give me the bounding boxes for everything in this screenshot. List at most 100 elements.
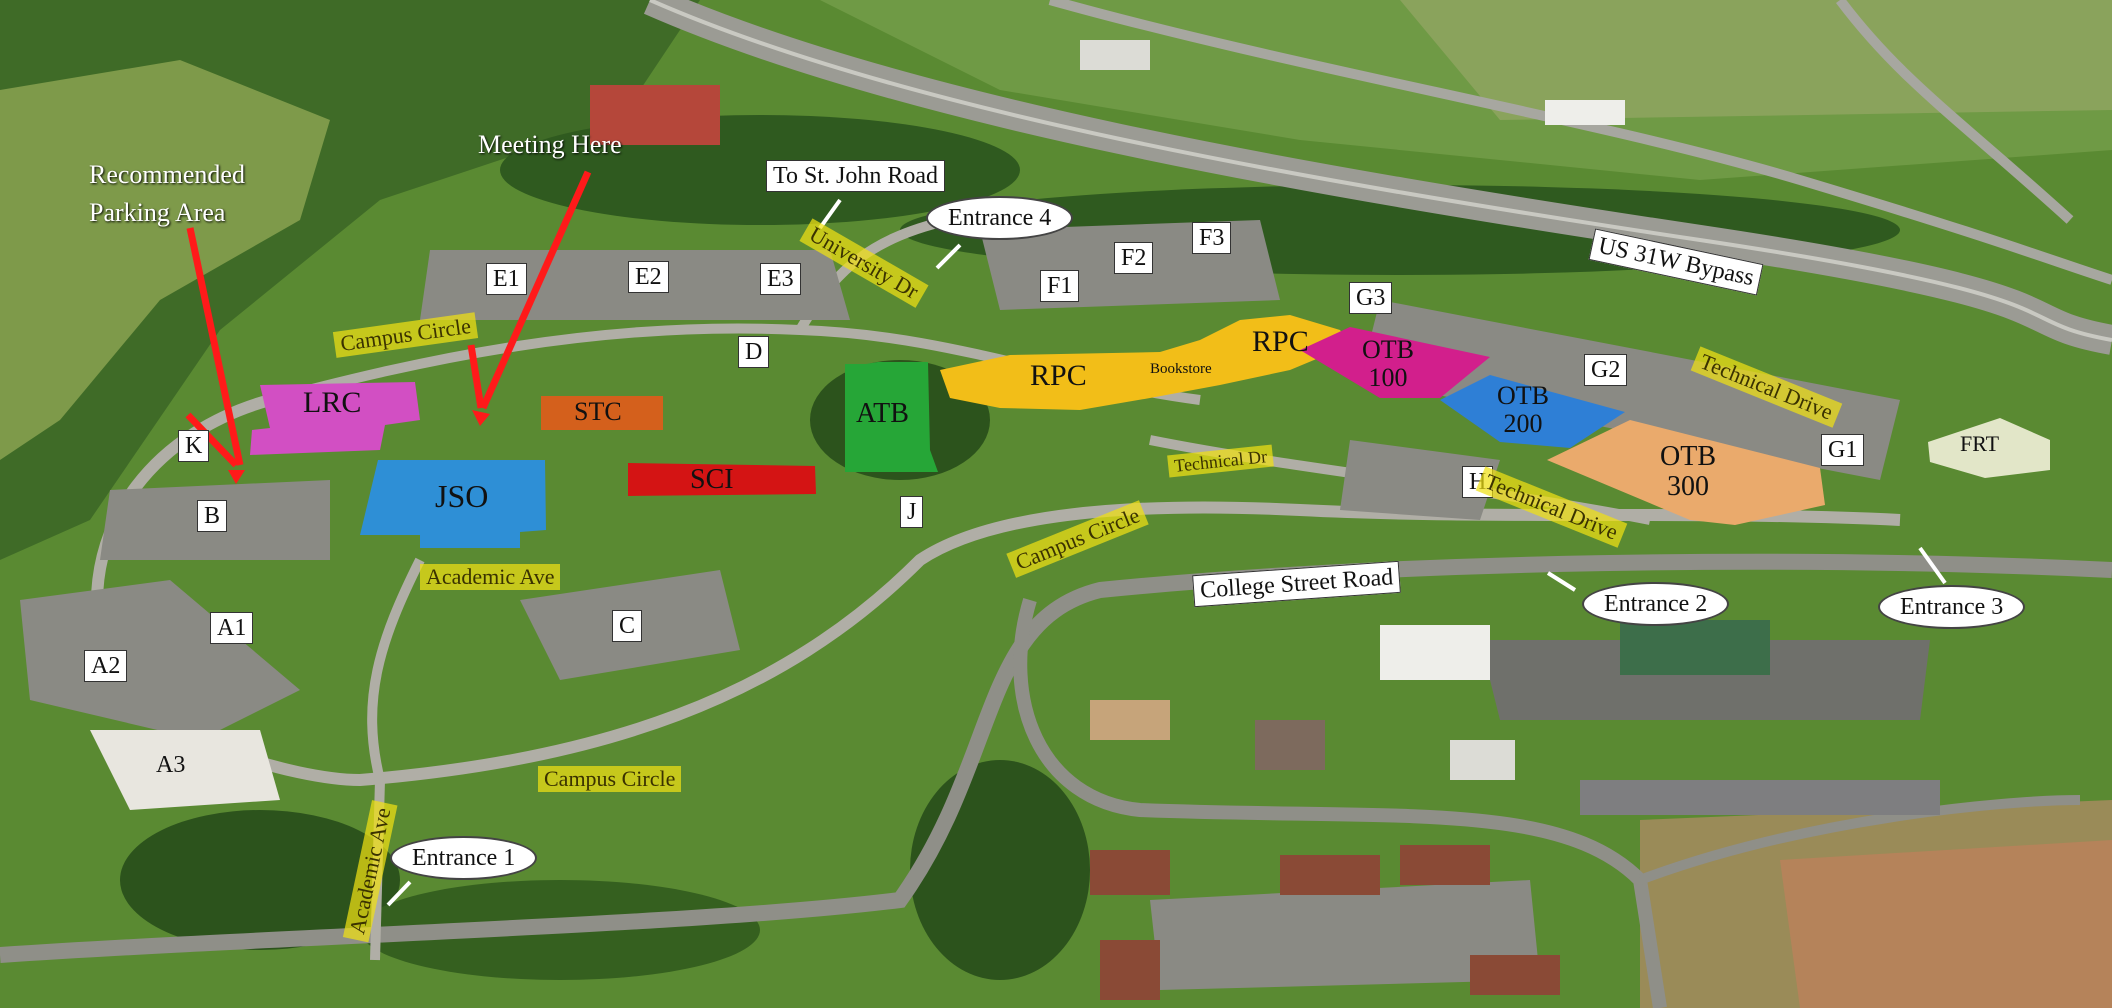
- label-stc: STC: [574, 397, 622, 426]
- apartment-5: [1100, 940, 1160, 1000]
- label-otb300-number: 300: [1667, 471, 1709, 502]
- parking-lot-g: [1360, 300, 1900, 480]
- tree-cluster-south: [910, 760, 1090, 980]
- structure-north: [1080, 40, 1150, 70]
- south-loop-road: [1013, 597, 1667, 1008]
- parking-label-g3: G3: [1349, 282, 1393, 314]
- building-rpc: [940, 315, 1350, 410]
- parking-label-a2: A2: [84, 650, 128, 682]
- annotation-parking-area: Parking Area: [89, 198, 226, 227]
- parking-lot-a: [20, 580, 300, 740]
- tennis-courts: [590, 85, 720, 145]
- apartment-4: [1470, 955, 1560, 995]
- academic-ave-inner: [367, 557, 425, 782]
- pointer-entrance-1: [386, 880, 412, 907]
- arrow-head-meeting: [472, 410, 490, 426]
- structure-white-small: [1450, 740, 1515, 780]
- label-otb200-number: 200: [1503, 409, 1543, 438]
- entrance-2-label: Entrance 2: [1582, 582, 1730, 626]
- apartment-2: [1280, 855, 1380, 895]
- pointer-entrance-2: [1546, 571, 1577, 592]
- parking-label-g1: G1: [1821, 434, 1865, 466]
- building-otb300: [1547, 420, 1825, 525]
- tree-cluster-southwest: [120, 810, 400, 950]
- townhomes: [1580, 780, 1940, 815]
- parking-label-e1: E1: [486, 263, 527, 295]
- open-field-northwest: [0, 60, 330, 460]
- arrow-parking-diagonal: [185, 412, 239, 468]
- building-frt: [1928, 418, 2050, 478]
- arrow-head-parking: [228, 470, 245, 484]
- annotation-recommended: Recommended: [89, 160, 245, 189]
- label-bookstore: Bookstore: [1150, 361, 1212, 377]
- parking-label-a1: A1: [210, 612, 254, 644]
- apartment-1: [1090, 850, 1170, 895]
- label-sci: SCI: [690, 464, 734, 495]
- parking-label-f2: F2: [1114, 242, 1154, 274]
- building-stc: [541, 396, 663, 430]
- parking-label-b: B: [197, 500, 228, 532]
- road-label-st-john: To St. John Road: [766, 160, 945, 192]
- parking-label-d: D: [738, 336, 770, 368]
- label-rpc-right: RPC: [1252, 325, 1309, 358]
- building-otb200: [1440, 375, 1625, 448]
- entrance-3-label: Entrance 3: [1878, 585, 2026, 629]
- entrance-4-label: Entrance 4: [926, 196, 1074, 240]
- building-otb100: [1300, 327, 1490, 398]
- label-atb: ATB: [856, 398, 909, 429]
- structure-white-hall: [1380, 625, 1490, 680]
- parking-label-e2: E2: [628, 261, 669, 293]
- road-label-academic-ave: Academic Ave: [420, 564, 561, 590]
- label-otb200-name: OTB: [1497, 381, 1549, 410]
- parking-lot-a3: [90, 730, 280, 810]
- structure-tan: [1090, 700, 1170, 740]
- label-frt: FRT: [1960, 431, 2000, 456]
- parking-label-e3: E3: [760, 263, 801, 295]
- building-jso: [360, 460, 546, 548]
- pointer-entrance-4: [935, 243, 962, 270]
- parking-label-c: C: [612, 610, 643, 642]
- college-street-road: [0, 553, 2112, 963]
- parking-label-g2: G2: [1584, 354, 1628, 386]
- neighborhood: [1400, 0, 2112, 120]
- parking-lot-apartments: [1150, 880, 1540, 990]
- highway-median: [649, 0, 2112, 342]
- building-lrc: [250, 382, 420, 455]
- arrow-meeting-short: [467, 344, 485, 409]
- parking-label-k: K: [178, 430, 210, 462]
- parking-lot-h: [1340, 440, 1500, 520]
- structure-brown: [1255, 720, 1325, 770]
- annotation-meeting-here: Meeting Here: [478, 130, 622, 159]
- neighborhood-road: [1836, 0, 2074, 224]
- label-otb100-number: 100: [1368, 363, 1408, 392]
- road-label-campus-circle-south: Campus Circle: [538, 766, 682, 792]
- parking-label-j: J: [900, 496, 924, 528]
- label-rpc-left: RPC: [1030, 359, 1087, 392]
- arrow-parking-vertical: [186, 227, 244, 466]
- building-atb: [845, 362, 938, 472]
- label-otb100-name: OTB: [1362, 335, 1414, 364]
- structure-green-roof: [1620, 620, 1770, 675]
- label-otb300-name: OTB: [1660, 441, 1716, 472]
- arrow-meeting: [479, 170, 592, 410]
- structure-northeast: [1545, 100, 1625, 125]
- label-lrc: LRC: [303, 386, 362, 419]
- parking-lot-entrance2: [1480, 640, 1930, 720]
- pointer-st-john: [818, 198, 842, 230]
- parking-label-a3: A3: [156, 752, 186, 778]
- pointer-entrance-3: [1918, 546, 1947, 585]
- parking-label-f3: F3: [1192, 222, 1232, 254]
- apartment-road: [1638, 795, 2081, 885]
- dirt-area: [1780, 840, 2112, 1008]
- parking-label-f1: F1: [1040, 270, 1080, 302]
- building-sci: [628, 463, 816, 496]
- apartment-3: [1400, 845, 1490, 885]
- north-road: [1048, 0, 2112, 285]
- label-jso: JSO: [435, 478, 489, 514]
- entrance-1-label: Entrance 1: [390, 836, 538, 880]
